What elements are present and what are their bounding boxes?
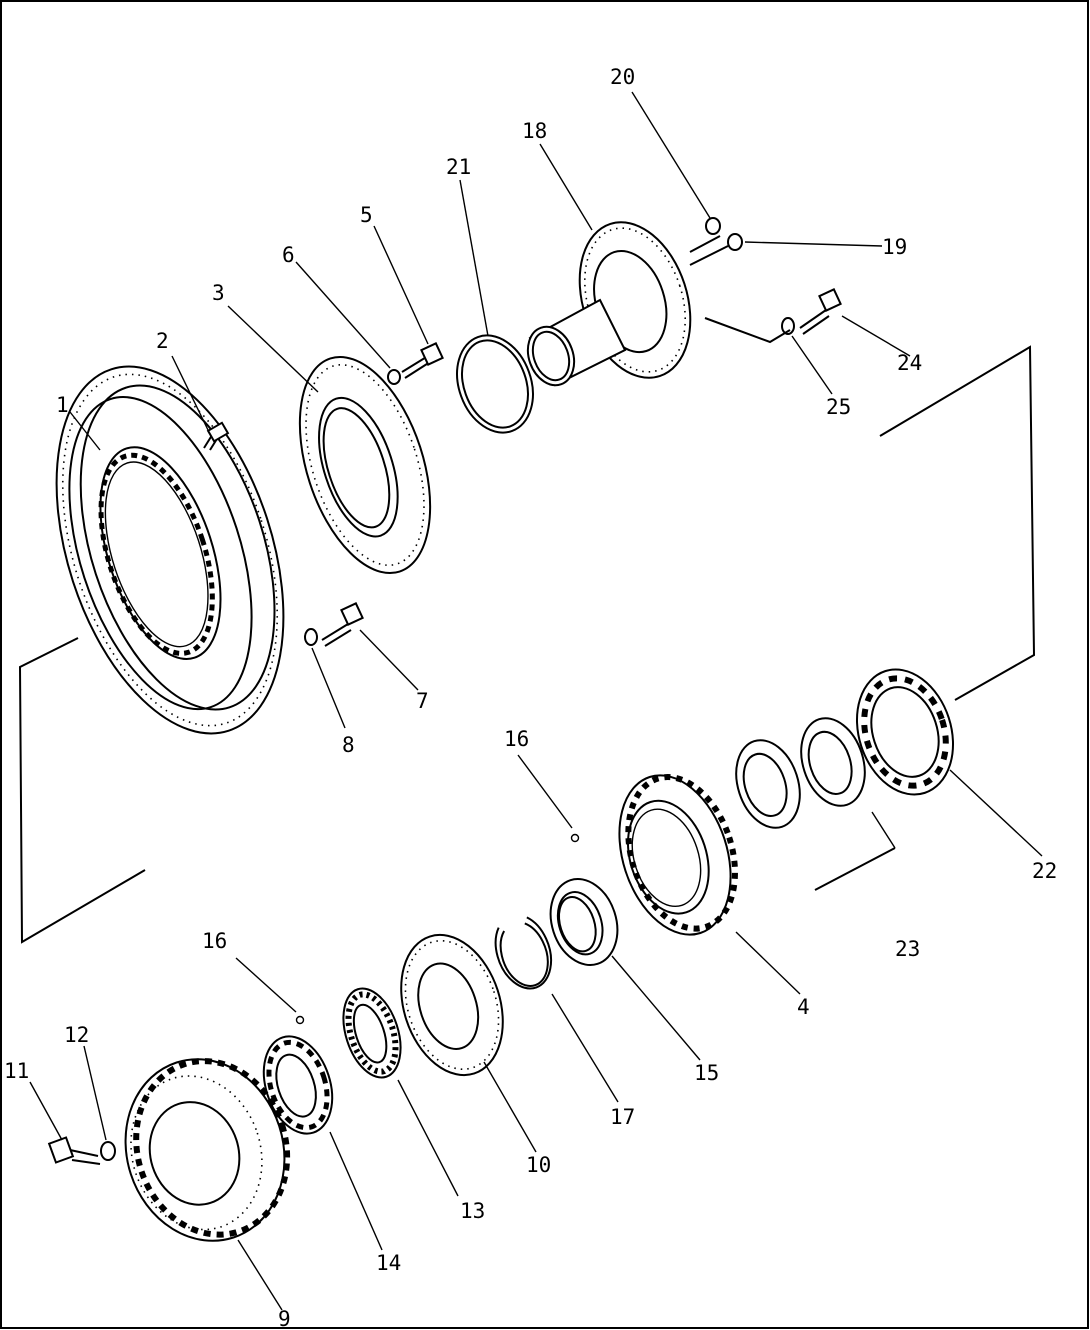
part-22-bearing [855,668,955,796]
part-21-o-ring [456,334,534,434]
callout-10: 10 [526,1153,551,1177]
part-5-bolt [401,342,444,379]
callout-labels: 1 2 3 4 5 6 7 8 9 10 11 12 13 14 15 16 1… [4,65,1057,1330]
callout-7: 7 [416,689,429,713]
callout-16-upper: 16 [504,727,529,751]
part-19-plug [727,233,743,251]
part-20-plug [705,217,721,235]
callout-22: 22 [1032,859,1057,883]
callout-2: 2 [156,329,169,353]
part-17-snap-ring [494,916,553,990]
callout-19: 19 [882,235,907,259]
assembly-group-lines [18,235,1036,944]
part-3-plate [298,355,432,575]
callout-21: 21 [446,155,471,179]
leader-lines [29,91,1043,1311]
part-18-hub [526,221,692,387]
callout-5: 5 [360,203,373,227]
callout-17: 17 [610,1105,635,1129]
callout-6: 6 [282,243,295,267]
callout-1: 1 [56,393,69,417]
callout-24: 24 [897,351,922,375]
part-15-collar [549,878,619,966]
part-12-washer [100,1141,116,1161]
callout-20: 20 [610,65,635,89]
callout-18: 18 [522,119,547,143]
part-14-bearing [262,1035,334,1135]
callout-4: 4 [797,995,810,1019]
part-25-washer [781,317,795,335]
part-10-carrier [400,933,504,1077]
part-23-lock-nut [735,717,866,829]
part-2-bolt [203,421,230,451]
part-1-gear-housing [55,365,285,735]
part-4-gear [618,774,738,936]
part-6-washer [387,369,401,385]
part-24-bolt [799,288,842,335]
part-16-ball-upper [570,833,580,843]
callout-11: 11 [4,1059,29,1083]
part-16-ball-lower [295,1015,305,1025]
callout-13: 13 [460,1199,485,1223]
part-8-washer [304,628,318,646]
callout-3: 3 [212,281,225,305]
callout-8: 8 [342,733,355,757]
callout-16-lower: 16 [202,929,227,953]
callout-25: 25 [826,395,851,419]
callout-12: 12 [64,1023,89,1047]
part-9-gear [124,1058,291,1242]
part-7-bolt [321,602,364,647]
callout-15: 15 [694,1061,719,1085]
part-13-roller-bearing [342,987,402,1079]
callout-23: 23 [895,937,920,961]
part-11-bolt [47,1136,101,1165]
callout-14: 14 [376,1251,401,1275]
callout-9: 9 [278,1307,291,1330]
